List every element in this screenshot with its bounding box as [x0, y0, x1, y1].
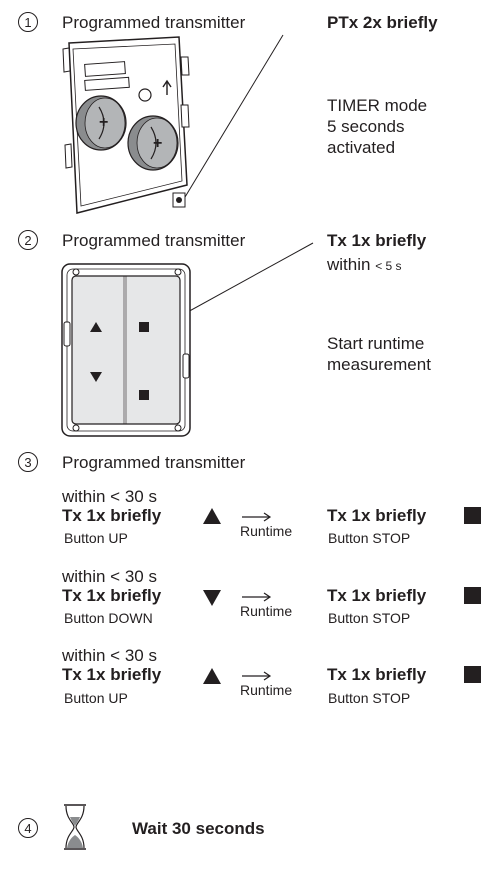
- step-2-within-prefix: within: [327, 255, 371, 274]
- step-1-description-line-2: 5 seconds: [327, 117, 405, 136]
- step-1-description-line-3: activated: [327, 138, 396, 157]
- square-stop-icon: [464, 666, 481, 683]
- arrow-right-icon: [242, 512, 272, 522]
- sequence-1-start-button: Button UP: [64, 530, 128, 546]
- sequence-3-start-action: Tx 1x briefly: [62, 665, 162, 684]
- step-2-description-line-2: measurement: [327, 355, 431, 374]
- sequence-2-stop-button: Button STOP: [328, 610, 411, 626]
- step-2-title: Programmed transmitter: [62, 231, 246, 250]
- triangle-down-icon: [203, 590, 221, 606]
- transmitter-battery-module-illustration: + +: [62, 34, 284, 214]
- step-number-3: 3: [18, 452, 38, 472]
- sequence-1-stop-action: Tx 1x briefly: [327, 506, 427, 525]
- sequence-3-arrow-label: Runtime: [240, 682, 293, 698]
- sequence-3-start-button: Button UP: [64, 690, 128, 706]
- battery-cell-2: +: [127, 115, 179, 171]
- sequence-1-arrow-label: Runtime: [240, 523, 293, 539]
- sequence-2-start-action: Tx 1x briefly: [62, 586, 162, 605]
- step-number-2: 2: [18, 230, 38, 250]
- triangle-up-icon: [203, 668, 221, 684]
- square-stop-icon: [464, 507, 481, 524]
- hourglass-icon: [64, 804, 86, 850]
- step-1-description-line-1: TIMER mode: [327, 96, 428, 115]
- sequence-3-stop-button: Button STOP: [328, 690, 411, 706]
- step-2-description-line-1: Start runtime: [327, 334, 425, 353]
- svg-text:+: +: [99, 114, 108, 131]
- step-2-within: within < 5 s: [327, 256, 402, 273]
- triangle-up-icon: [203, 508, 221, 524]
- step-2-within-value: < 5 s: [375, 259, 402, 273]
- square-stop-icon: [464, 587, 481, 604]
- step-2-action: Tx 1x briefly: [327, 231, 427, 250]
- battery-cell-1: +: [75, 95, 127, 151]
- step-4-action: Wait 30 seconds: [132, 819, 265, 838]
- sequence-2-arrow-label: Runtime: [240, 603, 293, 619]
- sequence-2-stop-action: Tx 1x briefly: [327, 586, 427, 605]
- sequence-3-within: within < 30 s: [62, 646, 157, 665]
- sequence-1-start-action: Tx 1x briefly: [62, 506, 162, 525]
- stop-symbol-bottom: [139, 390, 149, 400]
- sequence-1-stop-button: Button STOP: [328, 530, 411, 546]
- step-number-1: 1: [18, 12, 38, 32]
- arrow-right-icon: [242, 592, 272, 602]
- sequence-3-stop-action: Tx 1x briefly: [327, 665, 427, 684]
- svg-text:+: +: [153, 135, 162, 152]
- stop-symbol-top: [139, 322, 149, 332]
- up-symbol: [90, 322, 102, 332]
- wall-switch-transmitter-illustration: [61, 242, 314, 437]
- sequence-2-within: within < 30 s: [62, 567, 157, 586]
- down-symbol: [90, 372, 102, 382]
- step-1-title: Programmed transmitter: [62, 13, 246, 32]
- arrow-right-icon: [242, 671, 272, 681]
- sequence-1-within: within < 30 s: [62, 487, 157, 506]
- sequence-2-start-button: Button DOWN: [64, 610, 153, 626]
- step-number-4: 4: [18, 818, 38, 838]
- step-1-action: PTx 2x briefly: [327, 13, 438, 32]
- step-3-title: Programmed transmitter: [62, 453, 246, 472]
